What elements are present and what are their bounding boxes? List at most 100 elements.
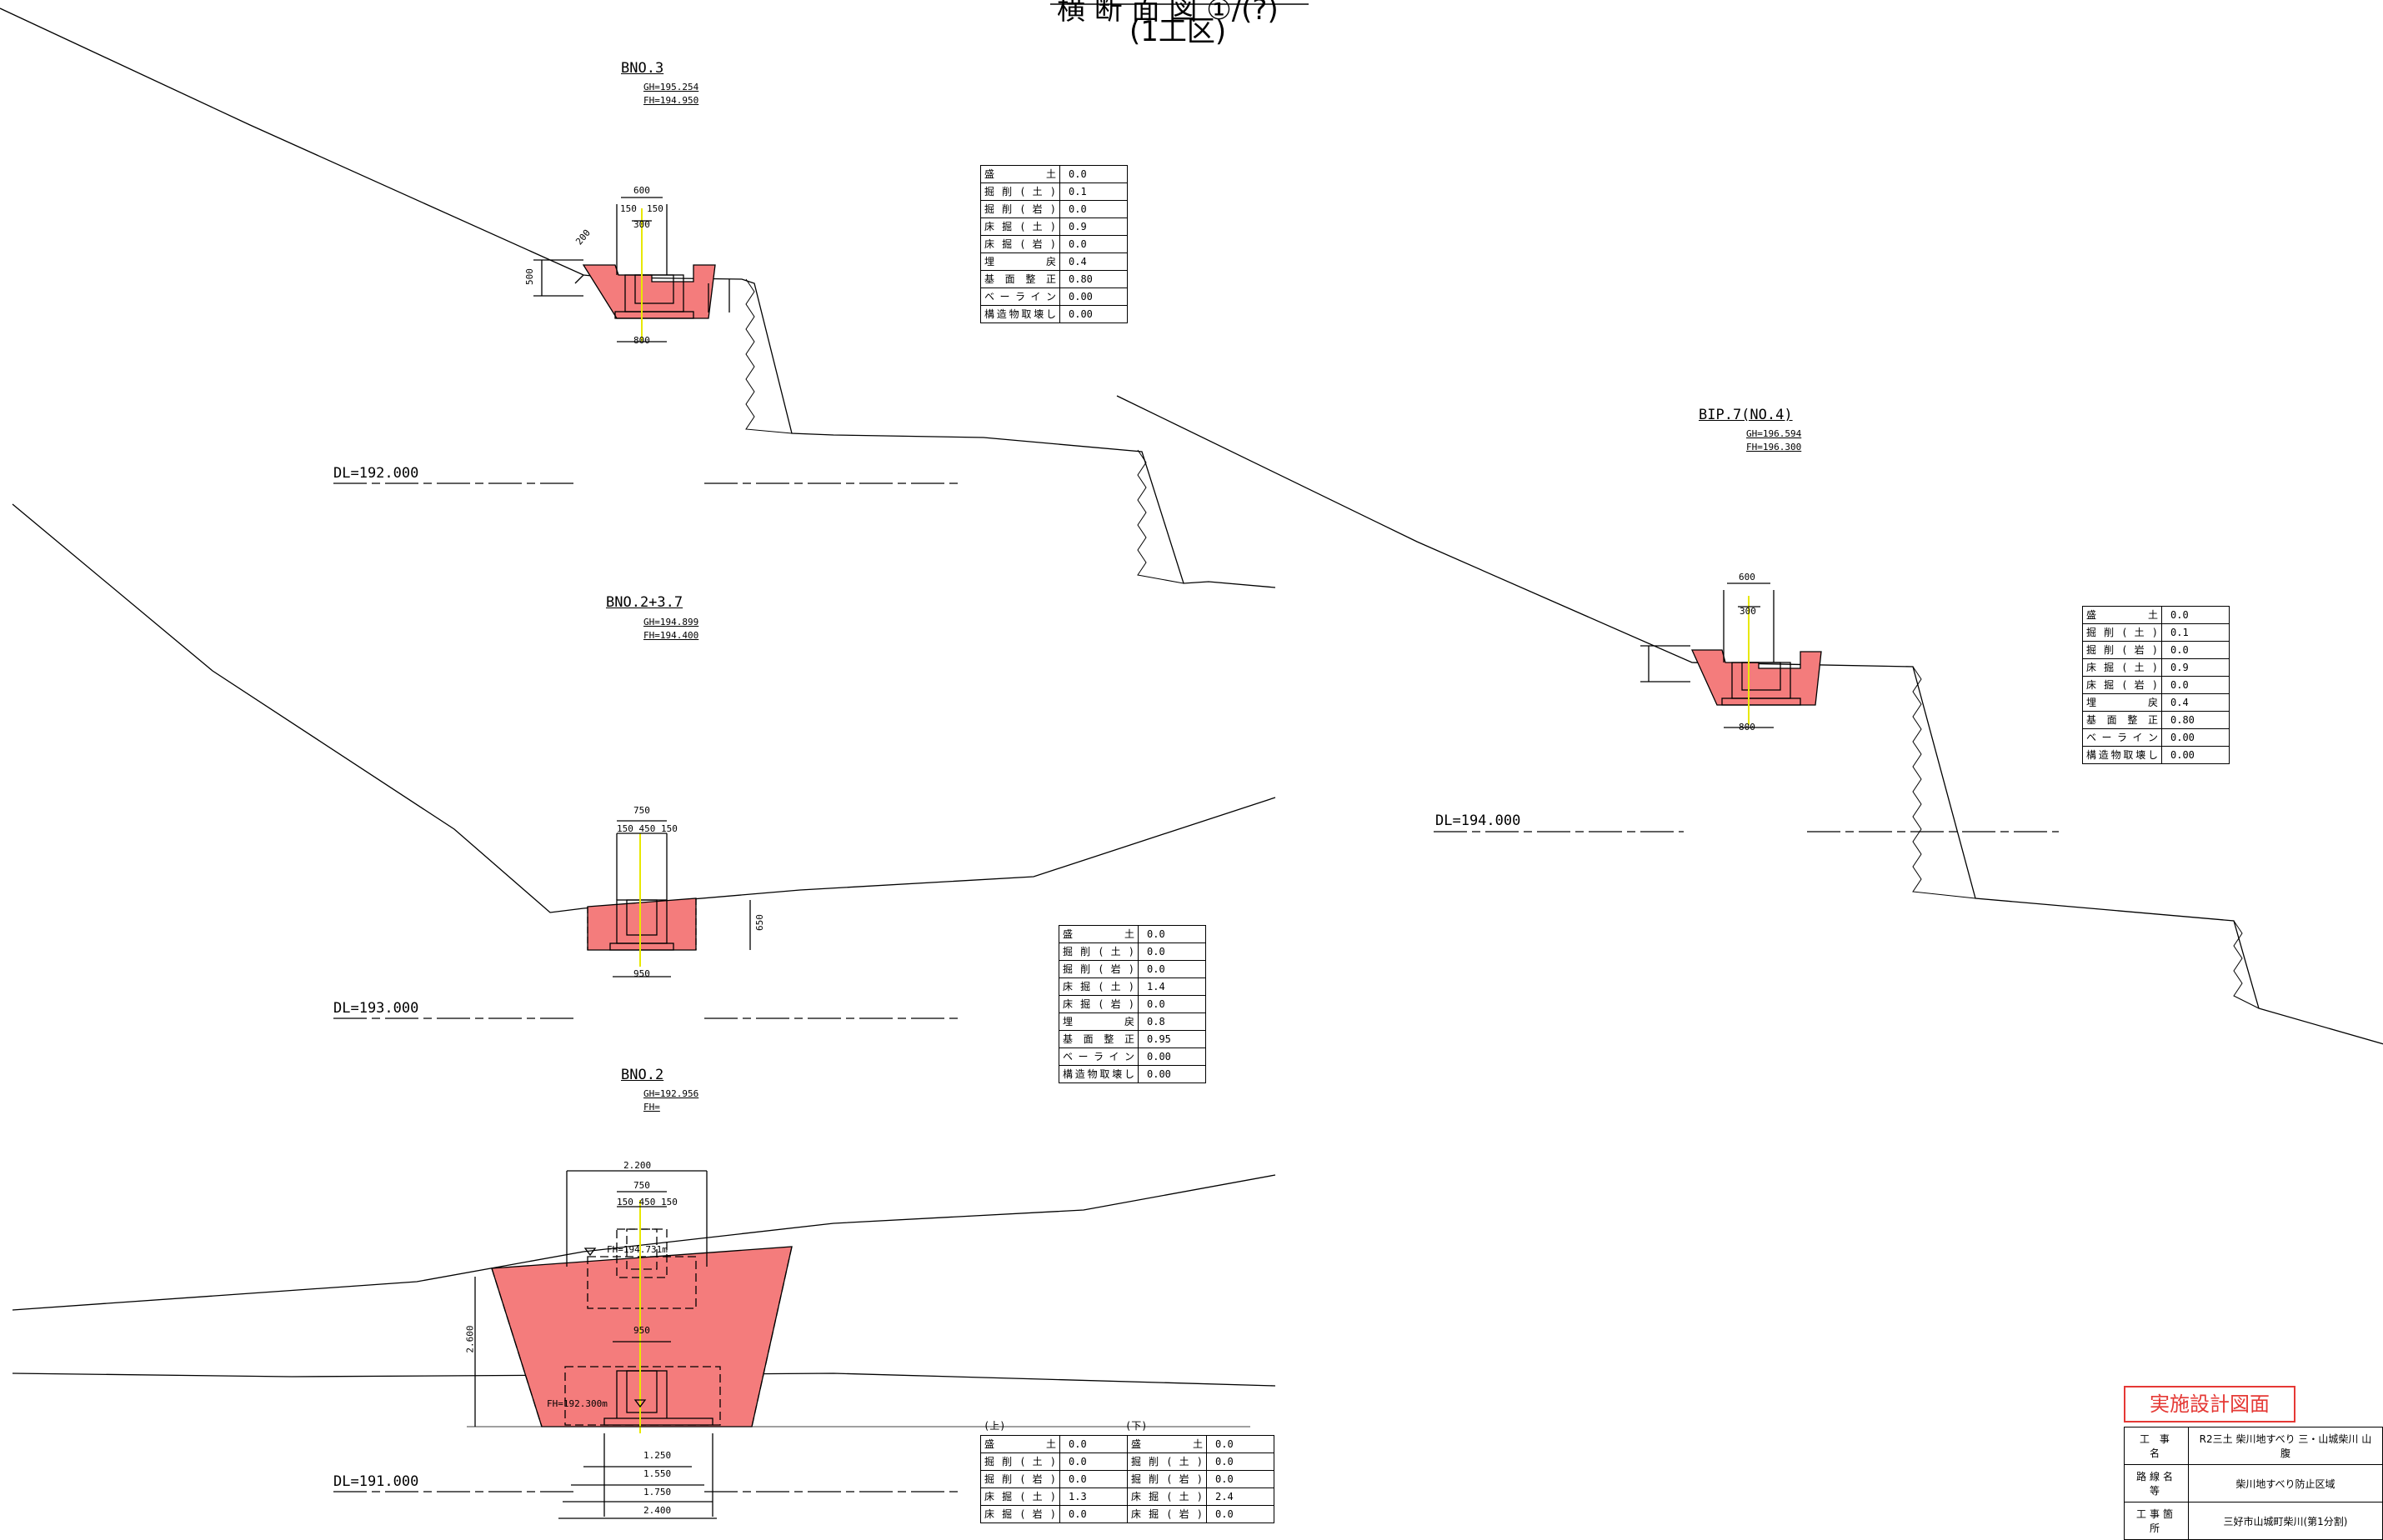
title-block-value: R2三土 柴川地すべり 三・山城柴川 山腹	[2187, 1427, 2383, 1465]
item-label: ベーライン	[980, 288, 1060, 306]
dim-label: 300	[633, 219, 650, 230]
item-label: 床 掘 ( 岩 )	[1127, 1505, 1207, 1523]
item-value: 0.0	[1206, 1435, 1274, 1453]
title-block-label: 工 事 名	[2124, 1427, 2189, 1465]
item-label: 盛 土	[1127, 1435, 1207, 1453]
title-line1: 横 断 面 図 ①/(?)	[1057, 0, 1279, 27]
title-block-row: 路線名等柴川地すべり防止区域	[2124, 1464, 2383, 1502]
item-value: 0.1	[1059, 182, 1128, 201]
item-value: 0.0	[1138, 942, 1206, 961]
item-label: 埋 戻	[1059, 1012, 1139, 1031]
table-row: 掘 削 ( 土 )0.1	[980, 182, 1128, 201]
dim-label: 800	[633, 335, 650, 346]
dim-label: 650	[753, 914, 765, 931]
table-row: 掘 削 ( 土 )0.1	[2082, 623, 2230, 642]
item-label: ベーライン	[1059, 1048, 1139, 1066]
item-value: 0.9	[1059, 218, 1128, 236]
excavation-fill	[587, 898, 697, 951]
item-label: 掘 削 ( 岩 )	[2082, 641, 2162, 659]
gh-label: GH=192.956	[643, 1088, 699, 1099]
item-label: 床 掘 ( 土 )	[980, 1488, 1060, 1506]
item-label: 掘 削 ( 岩 )	[980, 200, 1060, 218]
item-label: 盛 土	[980, 165, 1060, 183]
dim-label: 600	[1739, 572, 1755, 582]
fh-label: FH=194.950	[643, 95, 699, 106]
item-value: 0.0	[1059, 200, 1128, 218]
dim-label: 2.600	[464, 1325, 476, 1353]
item-label: 掘 削 ( 土 )	[1127, 1452, 1207, 1471]
dim-label: 300	[1740, 606, 1756, 617]
item-value: 0.0	[1059, 1452, 1128, 1471]
item-label: 掘 削 ( 岩 )	[1127, 1470, 1207, 1488]
table-row: 掘 削 ( 岩 )0.0	[1059, 960, 1206, 978]
item-label: 構造物取壊し	[980, 305, 1060, 323]
dim-label: 950	[633, 1325, 650, 1336]
item-label: ベーライン	[2082, 728, 2162, 747]
section-name: BNO.2+3.7	[606, 594, 683, 611]
item-label: 掘 削 ( 岩 )	[1059, 960, 1139, 978]
section-bno3	[0, 8, 1276, 588]
item-label: 床 掘 ( 岩 )	[980, 1505, 1060, 1523]
dim-label: 1.250	[643, 1450, 672, 1461]
item-value: 0.8	[1138, 1012, 1206, 1031]
item-value: 0.00	[1059, 288, 1128, 306]
item-value: 0.0	[2161, 641, 2230, 659]
item-label: 盛 土	[2082, 606, 2162, 624]
item-value: 0.1	[2161, 623, 2230, 642]
table-row: 床 掘 ( 岩 )0.0	[980, 235, 1128, 253]
dim-label: 1.750	[643, 1487, 672, 1498]
item-label: 床 掘 ( 土 )	[980, 218, 1060, 236]
item-label: 構造物取壊し	[2082, 746, 2162, 764]
item-value: 0.4	[2161, 693, 2230, 712]
table-row: 床 掘 ( 土 )0.9	[980, 218, 1128, 236]
title-block-label: 路線名等	[2124, 1464, 2189, 1502]
item-label: 盛 土	[1059, 925, 1139, 943]
section-name: BNO.2	[621, 1067, 664, 1083]
datum-label: DL=194.000	[1435, 812, 1521, 829]
item-label: 埋 戻	[980, 252, 1060, 271]
item-label: 基 面 整 正	[2082, 711, 2162, 729]
item-value: 0.0	[1059, 1470, 1128, 1488]
dim-label: 800	[1739, 722, 1755, 732]
excavation-fill	[1690, 649, 1822, 706]
item-value: 0.0	[1059, 165, 1128, 183]
item-value: 0.0	[1138, 960, 1206, 978]
item-value: 1.3	[1059, 1488, 1128, 1506]
fh-label: FH=196.300	[1746, 442, 1802, 452]
item-value: 0.00	[2161, 728, 2230, 747]
datum-label: DL=192.000	[333, 465, 419, 482]
table-row: 床 掘 ( 土 )1.4	[1059, 978, 1206, 996]
item-value: 0.00	[1059, 305, 1128, 323]
table-row: 掘 削 ( 岩 )0.0	[2082, 641, 2230, 659]
title-block-row: 工事箇所三好市山城町柴川(第1分割)	[2124, 1502, 2383, 1540]
item-label: 床 掘 ( 岩 )	[1059, 995, 1139, 1013]
section-name: BIP.7(NO.4)	[1699, 407, 1793, 423]
item-value: 0.0	[1138, 995, 1206, 1013]
title-block-label: 工事箇所	[2124, 1502, 2189, 1540]
item-value: 0.0	[1059, 235, 1128, 253]
item-label: 床 掘 ( 土 )	[1059, 978, 1139, 996]
section-name: BNO.3	[621, 60, 664, 77]
fh-marker: FH=192.300m	[547, 1398, 608, 1409]
item-value: 0.0	[1059, 1435, 1128, 1453]
fh-label: FH=194.400	[643, 630, 699, 641]
section-bno2-3-7	[12, 503, 1276, 1019]
